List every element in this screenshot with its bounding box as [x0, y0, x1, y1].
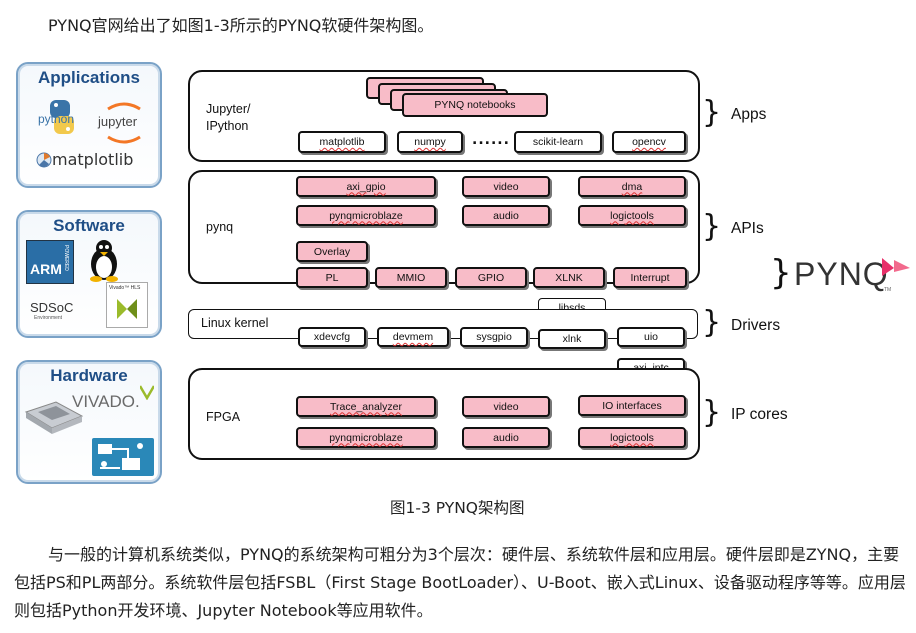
fpga-chip-icon: [22, 398, 86, 438]
arm-sub-text: POWERED: [63, 245, 69, 271]
circuit-board-icon: [92, 438, 154, 476]
body-paragraph: 与一般的计算机系统类似，PYNQ的系统架构可粗分为3个层次：硬件层、系统软件层和…: [14, 545, 906, 620]
api-interrupt: Interrupt: [613, 267, 687, 288]
matplotlib-logo-icon: [36, 152, 52, 168]
hardware-card: Hardware VIVADO.: [16, 360, 162, 484]
pynq-logo-mark-icon: [880, 256, 912, 278]
driver-label: Linux kernel: [201, 316, 269, 330]
lib-numpy: numpy: [397, 131, 463, 153]
api-label: pynq: [206, 220, 234, 234]
ip-logictools-text: logictools: [610, 431, 654, 444]
drv-devmem: devmem: [377, 327, 449, 347]
apis-brace-icon: }: [702, 209, 722, 244]
apps-label-line2: IPython: [206, 119, 249, 133]
side-label-apis: APIs: [731, 220, 764, 237]
hardware-title: Hardware: [50, 366, 128, 385]
side-label-drivers: Drivers: [731, 317, 781, 334]
software-title: Software: [53, 216, 125, 235]
drv-xlnk: xlnk: [538, 329, 606, 349]
python-text: python: [38, 112, 75, 126]
api-audio: audio: [462, 205, 550, 226]
api-overlay: Overlay: [296, 241, 368, 262]
ipcores-brace-icon: }: [702, 395, 722, 430]
lib-matplotlib: matplotlib: [298, 131, 386, 153]
api-pl: PL: [296, 267, 368, 288]
ip-pynqmicroblaze-text: pynqmicroblaze: [329, 431, 403, 444]
lib-matplotlib-text: matplotlib: [319, 136, 365, 148]
pynq-logo-text: PYNQ: [794, 256, 889, 292]
vivado-text: VIVADO.: [72, 392, 140, 411]
sdsoc-text: SDSoC: [30, 300, 74, 315]
drv-devmem-text: devmem: [392, 331, 434, 343]
api-pynqmicroblaze-text: pynqmicroblaze: [329, 209, 403, 222]
apps-label-line1: Jupyter/: [206, 102, 251, 116]
ip-trace-analyzer-text: Trace_analyzer: [330, 400, 402, 413]
ip-trace-analyzer: Trace_analyzer: [296, 396, 436, 417]
arm-text: ARM: [30, 261, 62, 277]
api-logictools-text: logictools: [610, 209, 654, 222]
software-card: Software ARM POWERED SDSoC Environment V…: [16, 210, 162, 338]
jupyter-text: jupyter: [98, 114, 138, 129]
pynq-notebooks-box: PYNQ notebooks: [402, 93, 548, 117]
jupyter-arc-icon: [104, 130, 144, 144]
ip-pynqmicroblaze: pynqmicroblaze: [296, 427, 436, 448]
tux-penguin-icon: [88, 238, 120, 282]
side-label-apps: Apps: [731, 106, 767, 123]
api-xlnk: XLNK: [533, 267, 605, 288]
apps-brace-icon: }: [702, 95, 722, 130]
figure-caption: 图1-3 PYNQ架构图: [390, 499, 525, 517]
vivado-hls-logo-icon: Vivado™ HLS: [106, 282, 148, 328]
api-dma-text: dma: [621, 180, 643, 193]
sdsoc-sub-text: Environment: [34, 315, 63, 321]
fpga-label: FPGA: [206, 410, 241, 424]
ip-io-interfaces: IO interfaces: [578, 395, 686, 416]
libs-ellipsis: ......: [472, 132, 510, 148]
intro-text: PYNQ官网给出了如图1-3所示的PYNQ软硬件架构图。: [48, 16, 434, 35]
lib-opencv: opencv: [612, 131, 686, 153]
drv-uio: uio: [617, 327, 685, 347]
lib-opencv-text: opencv: [632, 136, 666, 148]
pynq-brace-icon: }: [770, 253, 792, 293]
api-axi-gpio-text: axi_gpio: [346, 180, 386, 193]
drivers-brace-icon: }: [702, 305, 722, 340]
applications-card: Applications python jupyter matplotlib: [16, 62, 162, 188]
api-mmio: MMIO: [375, 267, 447, 288]
ip-video: video: [462, 396, 550, 417]
api-dma: dma: [578, 176, 686, 197]
drv-sysgpio: sysgpio: [460, 327, 528, 347]
api-logictools: logictools: [578, 205, 686, 226]
lib-scikit-learn: scikit-learn: [514, 131, 602, 153]
python-logo-icon: [40, 96, 84, 140]
pynq-tm-text: TM: [884, 287, 892, 293]
api-gpio: GPIO: [455, 267, 527, 288]
drv-xdevcfg: xdevcfg: [298, 327, 366, 347]
api-video: video: [462, 176, 550, 197]
arm-logo-icon: ARM POWERED: [26, 240, 74, 284]
ip-audio: audio: [462, 427, 550, 448]
api-axi-gpio: axi_gpio: [296, 176, 436, 197]
api-pynqmicroblaze: pynqmicroblaze: [296, 205, 436, 226]
applications-title: Applications: [37, 68, 140, 87]
side-label-ipcores: IP cores: [731, 406, 788, 423]
jupyter-logo-icon: [104, 98, 144, 112]
lib-scikit-learn-text: scikit-learn: [532, 136, 584, 148]
lib-numpy-text: numpy: [414, 136, 446, 148]
vivado-hls-text: Vivado™ HLS: [109, 285, 141, 291]
vivado-mark-icon: [138, 384, 156, 401]
ip-logictools: logictools: [578, 427, 686, 448]
matplotlib-text: matplotlib: [52, 150, 134, 169]
